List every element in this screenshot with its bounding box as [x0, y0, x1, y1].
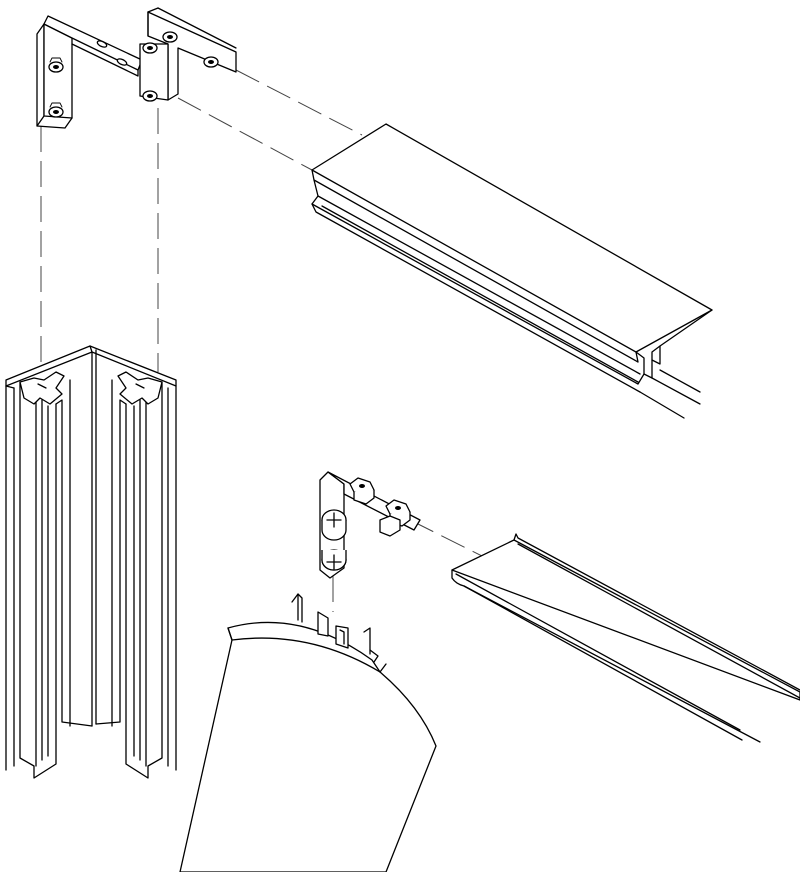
upper-angle-bracket-left [36, 15, 143, 129]
screw-icon [142, 42, 158, 54]
screw-icon [203, 56, 219, 68]
upper-rail-profile [311, 123, 713, 419]
guide-line-upper-2 [177, 97, 313, 171]
screw-icon [48, 102, 64, 118]
screw-icon [162, 31, 178, 43]
lower-mounting-bracket [319, 471, 421, 579]
lower-rail-profile [451, 533, 800, 743]
assembly-guide-lines [40, 69, 491, 612]
round-column-profile [179, 593, 437, 872]
phillips-screw-icon [321, 509, 347, 541]
phillips-screw-icon [321, 549, 347, 571]
upper-angle-bracket-right [139, 7, 237, 102]
corner-profile [5, 345, 177, 779]
screw-icon [48, 57, 64, 73]
hex-bolt-icon [379, 515, 401, 537]
hex-bolt-icon [349, 477, 375, 505]
screw-icon [142, 90, 158, 102]
guide-line-lower-rail [409, 519, 491, 561]
guide-line-upper-1 [235, 69, 363, 136]
